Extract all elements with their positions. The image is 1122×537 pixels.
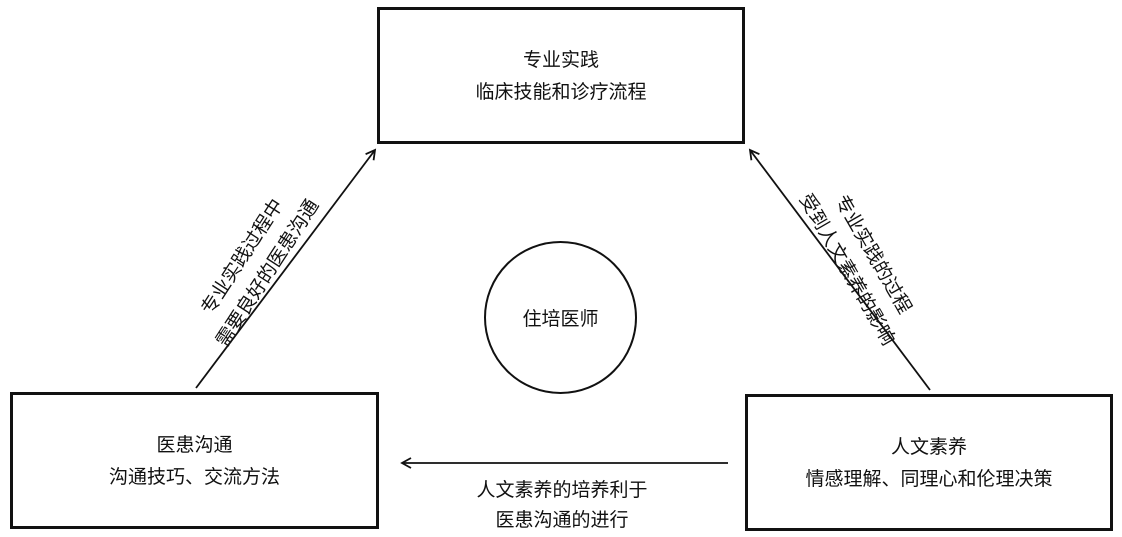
node-subtitle: 沟通技巧、交流方法	[108, 465, 280, 488]
node-title: 医患沟通	[156, 433, 233, 456]
center-label: 住培医师	[522, 308, 599, 330]
arrow-right-to-top	[748, 148, 931, 391]
node-subtitle: 临床技能和诊疗流程	[475, 80, 647, 103]
arrow-left-to-top	[195, 148, 377, 389]
node-title: 专业实践	[522, 48, 599, 71]
center-node-resident-physician: 住培医师	[484, 241, 637, 394]
edge-label-line: 医患沟通的进行	[495, 509, 629, 531]
node-subtitle: 情感理解、同理心和伦理决策	[805, 467, 1053, 490]
node-title: 人文素养	[890, 435, 967, 458]
edge-label-right-to-left: 人文素养的培养利于 医患沟通的进行	[476, 475, 647, 535]
edge-label-line: 人文素养的培养利于	[476, 479, 648, 501]
node-humanistic-literacy: 人文素养 情感理解、同理心和伦理决策	[745, 394, 1113, 531]
node-professional-practice: 专业实践 临床技能和诊疗流程	[377, 7, 745, 144]
node-doctor-patient-communication: 医患沟通 沟通技巧、交流方法	[10, 392, 379, 529]
